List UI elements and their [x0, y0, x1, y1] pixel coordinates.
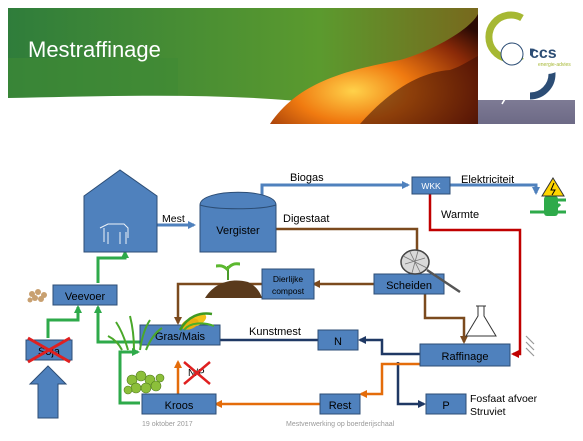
- header: Mestraffinage Cornelissen Consulting Ser…: [8, 8, 575, 124]
- duckweed-icon: [123, 370, 165, 395]
- raffinage-n-arrow: [358, 336, 420, 356]
- dierlijke-compost-label-1: Dierlijke: [273, 274, 304, 284]
- elektriciteit-arrow: [450, 183, 540, 195]
- warmte-label: Warmte: [441, 209, 479, 221]
- n-label: N: [334, 336, 342, 348]
- kroos-label: Kroos: [165, 400, 194, 412]
- vergister-node: Vergister: [199, 191, 277, 253]
- dierlijke-compost-label-2: compost: [272, 286, 305, 296]
- veevoer-node: Veevoer: [52, 284, 118, 306]
- p-node: P: [425, 393, 467, 415]
- footer: 19 oktober 2017 Mestverwerking op boerde…: [142, 421, 395, 428]
- logo-tagline: energie-advies: [538, 62, 571, 68]
- slide-title: Mestraffinage: [28, 37, 161, 62]
- warning-icon: [541, 177, 565, 197]
- gras-mais-node: Gras/Mais: [139, 324, 221, 346]
- mest-label: Mest: [162, 213, 185, 225]
- fosfaat-afvoer-label: Fosfaat afvoer: [470, 393, 538, 405]
- drops-icon: [525, 335, 535, 357]
- elektriciteit-label: Elektriciteit: [461, 174, 514, 186]
- compost-pile-icon: [205, 262, 262, 298]
- grass-icon: [107, 315, 163, 351]
- veevoer-arrow: [96, 250, 129, 283]
- up-arrow-icon: [28, 365, 68, 419]
- pellets-icon: [27, 289, 47, 303]
- wkk-label: WKK: [421, 181, 441, 191]
- wkk-node: WKK: [411, 176, 451, 195]
- scheiden-raffinage-arrow: [423, 294, 468, 344]
- biogas-label: Biogas: [290, 172, 324, 184]
- raffinage-rest-arrow: [359, 362, 420, 398]
- p-label: P: [442, 400, 449, 412]
- vergister-label: Vergister: [216, 225, 260, 237]
- digestaat-arrow: [276, 227, 421, 267]
- raffinage-node: Raffinage: [419, 343, 511, 367]
- np-group: N/P: [183, 361, 211, 385]
- corn-icon: [178, 312, 215, 331]
- biogas-arrow: [260, 181, 410, 198]
- kunstmest-label: Kunstmest: [249, 326, 301, 338]
- footer-caption: Mestverwerking op boerderijschaal: [286, 421, 395, 428]
- rest-node: Rest: [319, 393, 361, 415]
- plug-icon: [530, 196, 566, 216]
- cow-icon: [99, 223, 129, 244]
- kroos-gras-arrow: [118, 348, 140, 405]
- sieve-icon: [400, 249, 461, 294]
- scheiden-node: Scheiden: [373, 273, 445, 295]
- ccs-logo: ccs energie-advies: [478, 8, 575, 100]
- dierlijke-compost-node: Dierlijke compost: [261, 268, 315, 300]
- np-cross-icon: [183, 361, 211, 385]
- rest-label: Rest: [329, 400, 352, 412]
- stable-node: [83, 169, 158, 253]
- soja-veevoer-arrow: [46, 305, 82, 338]
- raffinage-p-arrow: [396, 362, 426, 408]
- digestaat-label: Digestaat: [283, 213, 329, 225]
- raffinage-label: Raffinage: [442, 351, 489, 363]
- scheiden-label: Scheiden: [386, 280, 432, 292]
- footer-date: 19 oktober 2017: [142, 421, 193, 428]
- logo-text: ccs: [530, 45, 557, 62]
- edge-labels: Biogas Elektriciteit Warmte Mest Digesta…: [162, 172, 538, 418]
- flow-lines: [46, 181, 540, 408]
- struviet-label: Struviet: [470, 406, 506, 418]
- soja-cross-icon: [27, 336, 71, 364]
- veevoer-label: Veevoer: [65, 291, 106, 303]
- flask-icon: [465, 305, 497, 337]
- warmte-arrow: [428, 190, 522, 358]
- soja-node: Soja: [25, 336, 73, 364]
- kroos-node: Kroos: [141, 393, 217, 415]
- n-node: N: [317, 329, 359, 351]
- gras-mais-label: Gras/Mais: [155, 331, 206, 343]
